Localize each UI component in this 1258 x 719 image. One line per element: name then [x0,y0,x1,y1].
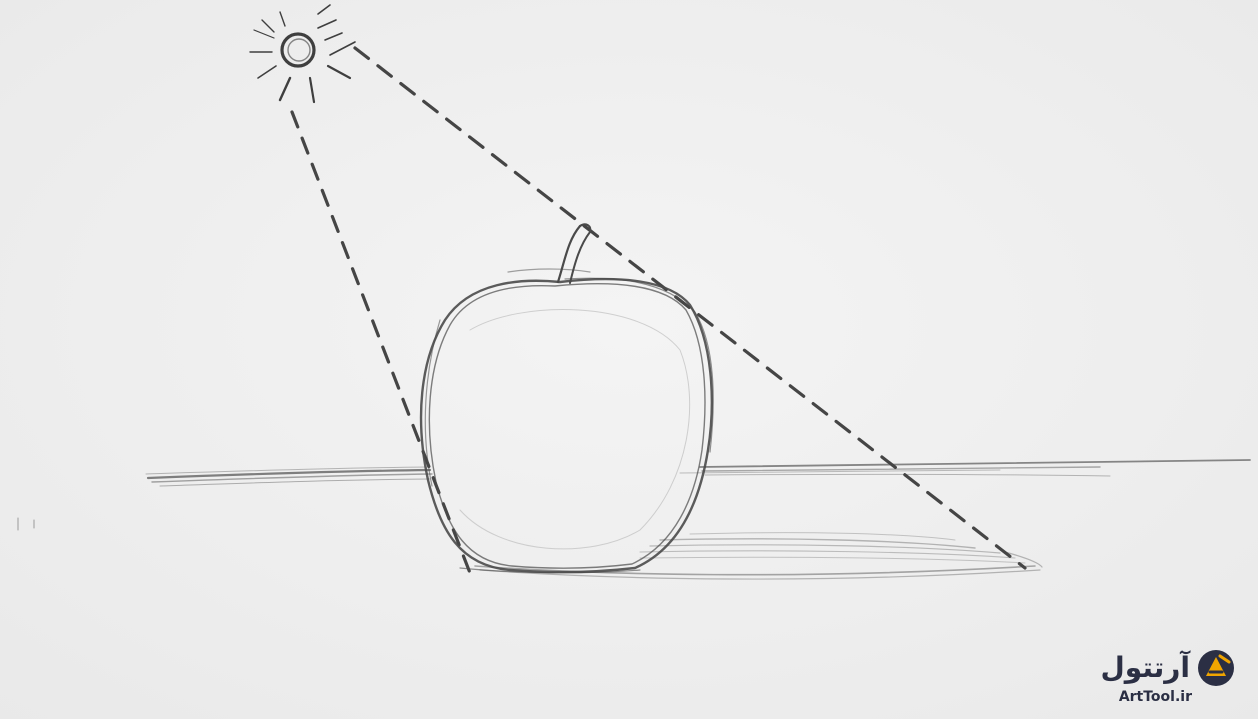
arttool-watermark: آرتتول ArtTool.ir [1100,648,1236,705]
logo-row: آرتتول [1100,648,1236,688]
arttool-logo-icon [1196,648,1236,688]
logo-name-text: آرتتول [1100,653,1190,683]
logo-url-text: ArtTool.ir [1119,689,1192,705]
